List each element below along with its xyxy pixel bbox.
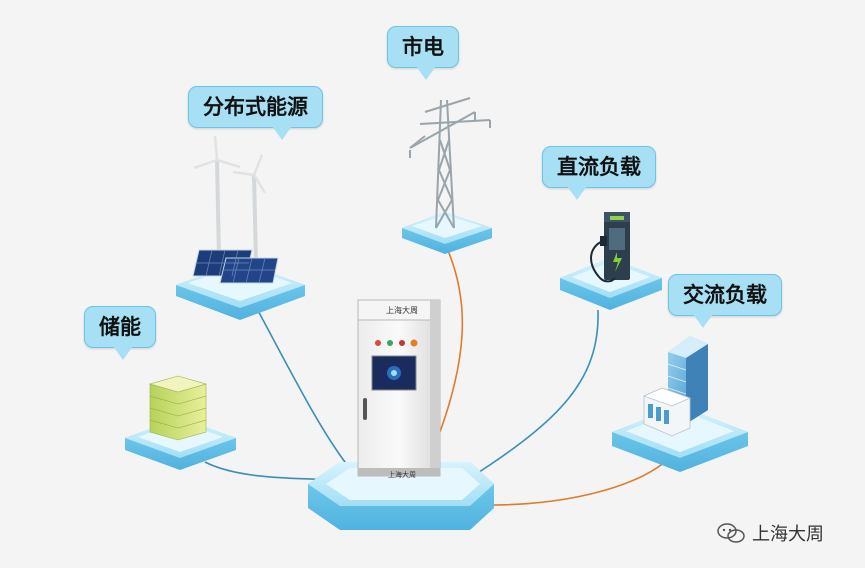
connection-lines	[204, 245, 666, 506]
line-dc-load	[469, 309, 599, 479]
ev-charger-icon	[590, 212, 630, 283]
wind-turbine-icon	[193, 135, 267, 263]
label-dc-load-text: 直流负载	[557, 155, 641, 179]
line-ac-load	[489, 461, 666, 506]
cabinet-foot-label: 上海大周	[388, 471, 416, 479]
label-storage-text: 储能	[99, 315, 141, 339]
cabinet-brand-label: 上海大周	[386, 306, 418, 315]
label-distributed-energy: 分布式能源	[188, 86, 323, 140]
line-grid	[429, 245, 464, 459]
watermark: 上海大周	[716, 520, 824, 546]
battery-stack-icon	[148, 375, 208, 441]
wechat-icon	[717, 523, 745, 543]
label-grid-text: 市电	[402, 35, 444, 59]
label-ac-load: 交流负载	[668, 274, 782, 328]
transmission-tower-icon	[409, 97, 491, 229]
building-icon	[642, 336, 708, 437]
cabinet-icon	[357, 299, 441, 477]
solar-panel-icon	[192, 249, 279, 284]
watermark-text: 上海大周	[752, 524, 824, 545]
label-dc-load: 直流负载	[542, 146, 656, 200]
grid-platform	[402, 212, 492, 254]
line-distributed	[254, 304, 349, 467]
label-storage: 储能	[84, 306, 156, 360]
central-platform	[308, 462, 494, 530]
label-distributed-energy-text: 分布式能源	[203, 95, 308, 119]
label-grid: 市电	[387, 26, 459, 80]
label-ac-load-text: 交流负载	[683, 283, 767, 307]
